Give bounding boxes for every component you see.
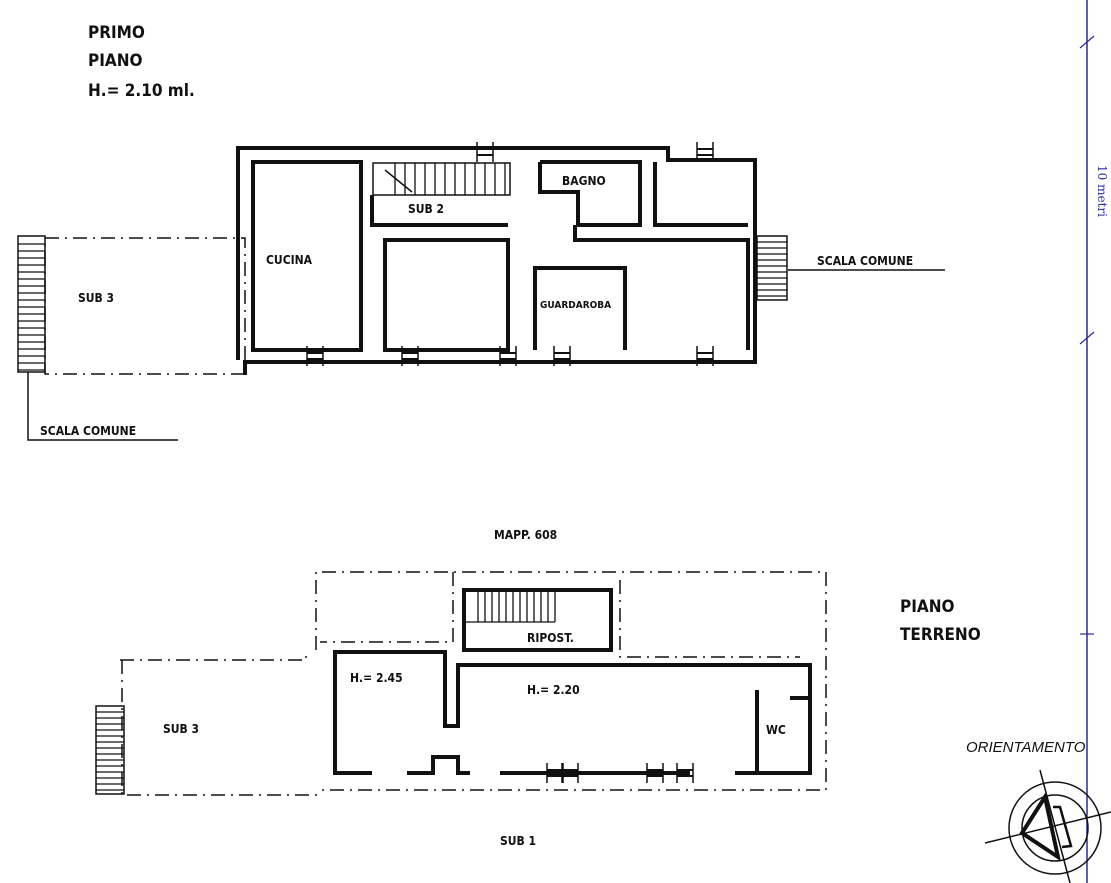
main-walls bbox=[333, 650, 812, 775]
right-external-stair bbox=[756, 235, 788, 301]
scala-comune-left-label: SCALA COMUNE bbox=[40, 424, 136, 438]
north-compass-icon bbox=[984, 769, 1111, 883]
ground-stair-steps bbox=[96, 711, 124, 791]
middle-room-walls bbox=[383, 238, 510, 352]
ground-floor-plan: H.= 2.45 H.= 2.20 RIPOST. WC SUB 3 SUB 1 bbox=[95, 571, 827, 848]
ground-floor-title-terreno: TERRENO bbox=[900, 625, 981, 645]
room-label-sub1: SUB 1 bbox=[500, 834, 536, 848]
first-floor-title-primo: PRIMO bbox=[88, 23, 145, 43]
height-left-room: H.= 2.45 bbox=[350, 671, 403, 685]
entrance-step-wall bbox=[407, 755, 470, 775]
ground-dash-left bbox=[320, 572, 454, 643]
ripost-walls bbox=[462, 588, 613, 652]
left-external-stair bbox=[17, 235, 46, 373]
first-floor-height: H.= 2.10 ml. bbox=[88, 81, 195, 101]
room-label-bagno: BAGNO bbox=[562, 174, 606, 188]
scala-comune-left-leader bbox=[27, 372, 178, 441]
left-stair-steps bbox=[18, 243, 45, 371]
scale-bar: 10 metri bbox=[1079, 0, 1109, 883]
sub3-ground-outline bbox=[121, 660, 320, 796]
orientation-label: ORIENTAMENTO bbox=[966, 739, 1086, 756]
windows bbox=[306, 142, 714, 366]
sub3-terrace-outline bbox=[44, 237, 246, 375]
room-label-sub3: SUB 3 bbox=[78, 291, 114, 305]
staircase bbox=[372, 162, 511, 196]
scala-comune-right-label: SCALA COMUNE bbox=[817, 254, 913, 268]
room-label-guardaroba: GUARDAROBA bbox=[540, 300, 611, 311]
first-floor-title-piano: PIANO bbox=[88, 51, 143, 71]
ground-external-stair bbox=[95, 705, 125, 795]
small-room-walls bbox=[653, 162, 748, 227]
scale-bar-label: 10 metri bbox=[1095, 165, 1109, 217]
mappale-label: MAPP. 608 bbox=[494, 528, 557, 542]
ground-windows bbox=[546, 763, 694, 783]
stair-arrow bbox=[384, 169, 413, 193]
ground-outline bbox=[315, 571, 827, 791]
room-label-sub2: SUB 2 bbox=[408, 202, 444, 216]
room-label-cucina: CUCINA bbox=[266, 253, 313, 267]
room-label-ripost: RIPOST. bbox=[527, 631, 574, 645]
ground-staircase-steps bbox=[464, 592, 556, 623]
room-label-sub3-ground: SUB 3 bbox=[163, 722, 199, 736]
guardaroba-walls bbox=[533, 266, 627, 350]
staircase-steps bbox=[394, 163, 506, 195]
right-stair-steps bbox=[757, 241, 787, 297]
scale-tick bbox=[1079, 35, 1095, 49]
ground-dash-right bbox=[619, 580, 800, 658]
bagno-walls bbox=[538, 160, 642, 227]
outer-wall bbox=[236, 146, 757, 375]
scale-tick bbox=[1079, 331, 1095, 345]
right-room-walls bbox=[573, 225, 750, 350]
first-floor-plan: SUB 3 CUCINA SUB 2 BAGNO GUARDAROBA SCAL… bbox=[17, 142, 945, 441]
sub2-corridor-wall bbox=[370, 195, 508, 227]
ground-floor-title-piano: PIANO bbox=[900, 597, 955, 617]
height-main-room: H.= 2.20 bbox=[527, 683, 580, 697]
sub3-ground-top bbox=[120, 650, 307, 661]
room-label-wc: WC bbox=[766, 723, 786, 737]
